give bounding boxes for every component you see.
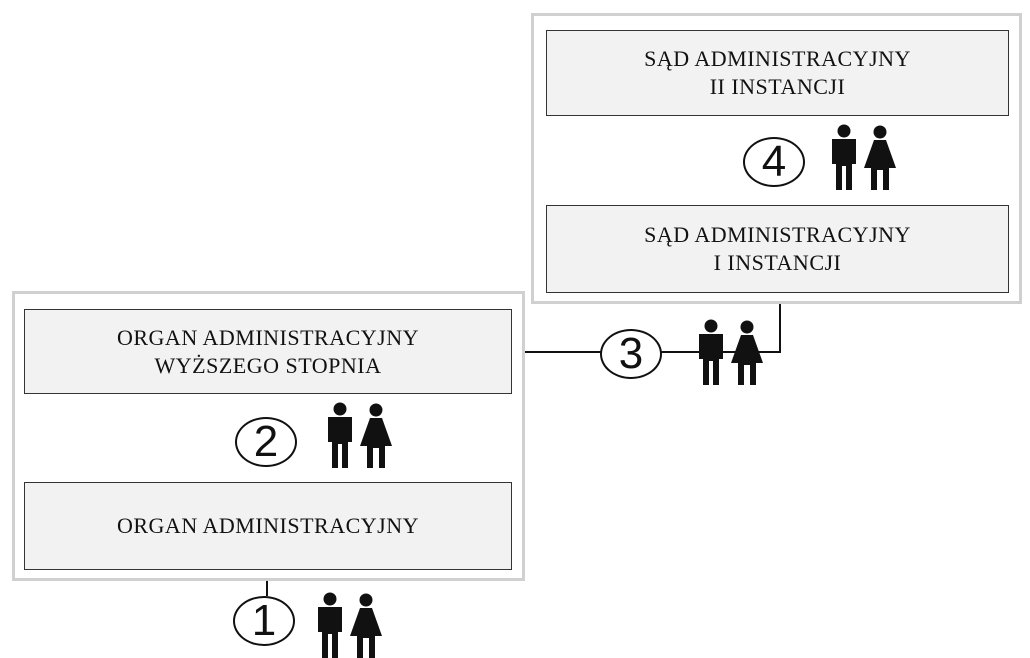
court-first-box: SĄD ADMINISTRACYJNY I INSTANCJI [546, 205, 1009, 293]
step-number-1: 1 [233, 596, 295, 646]
step-number-2: 2 [235, 417, 297, 467]
step-3-marker: 3 [600, 329, 662, 379]
court-second-line-1: SĄD ADMINISTRACYJNY [644, 46, 911, 71]
court-first-line-1: SĄD ADMINISTRACYJNY [644, 222, 911, 247]
man-woman-icon [699, 319, 763, 385]
step-2-marker: 2 [235, 417, 297, 467]
organ-higher-line-1: ORGAN ADMINISTRACYJNY [116, 324, 420, 350]
step-4-marker: 4 [743, 137, 805, 187]
court-second-box: SĄD ADMINISTRACYJNY II INSTANCJI [546, 30, 1009, 116]
organ-higher-box: ORGAN ADMINISTRACYJNY WYŻSZEGO STOPNIA [24, 309, 512, 394]
step-number-4: 4 [743, 137, 805, 187]
court-first-line-2: I INSTANCJI [713, 250, 842, 275]
man-woman-icon [832, 124, 896, 190]
step-1-marker: 1 [233, 596, 295, 646]
court-second-line-2: II INSTANCJI [709, 74, 846, 99]
organ-line-1: ORGAN ADMINISTRACYJNY [116, 513, 420, 538]
man-woman-icon [318, 592, 382, 658]
step-number-3: 3 [600, 329, 662, 379]
organ-box: ORGAN ADMINISTRACYJNY [24, 482, 512, 570]
organ-higher-line-2: WYŻSZEGO STOPNIA [154, 352, 382, 378]
man-woman-icon [328, 402, 392, 468]
